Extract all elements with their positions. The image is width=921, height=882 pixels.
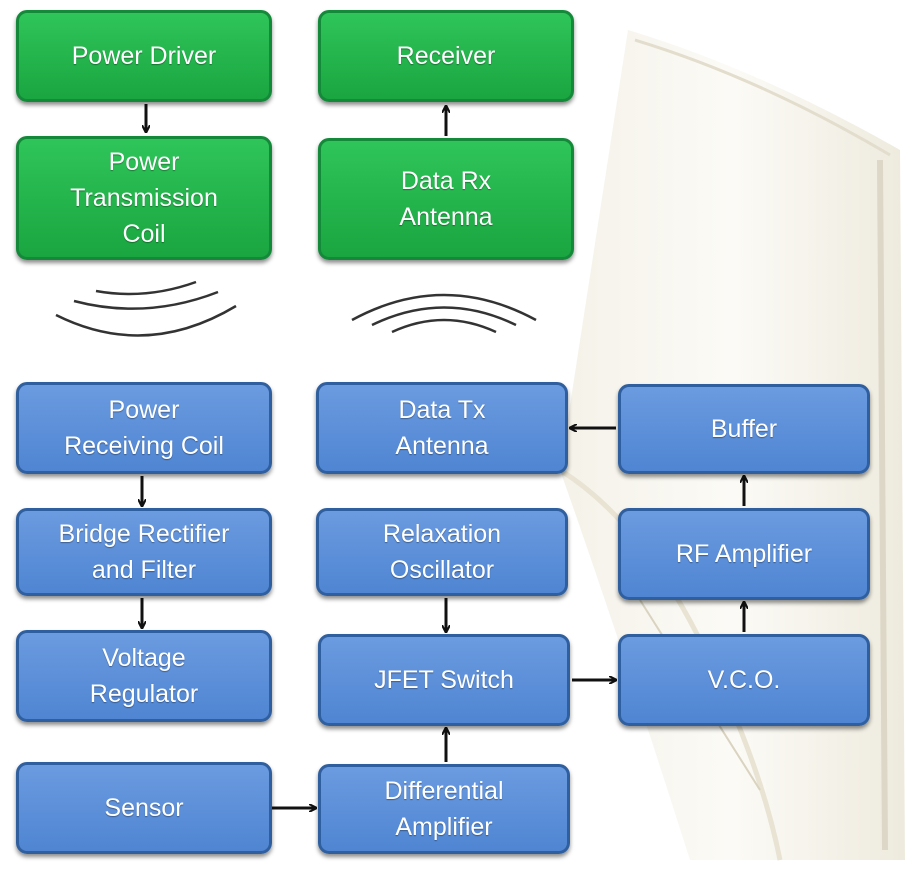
voltage-regulator-block: Voltage Regulator: [16, 630, 272, 722]
differential-amplifier-block: Differential Amplifier: [318, 764, 570, 854]
power-receiving-coil-block: Power Receiving Coil: [16, 382, 272, 474]
bridge-rectifier-block: Bridge Rectifier and Filter: [16, 508, 272, 596]
jfet-switch-block: JFET Switch: [318, 634, 570, 726]
sensor-block: Sensor: [16, 762, 272, 854]
rf-amplifier-block: RF Amplifier: [618, 508, 870, 600]
power-driver-block: Power Driver: [16, 10, 272, 102]
data-tx-antenna-block: Data Tx Antenna: [316, 382, 568, 474]
relaxation-oscillator-block: Relaxation Oscillator: [316, 508, 568, 596]
power-transmission-coil-block: Power Transmission Coil: [16, 136, 272, 260]
power-wave-icon: [55, 280, 237, 337]
vco-block: V.C.O.: [618, 634, 870, 726]
buffer-block: Buffer: [618, 384, 870, 474]
data-wave-icon: [351, 293, 537, 334]
data-rx-antenna-block: Data Rx Antenna: [318, 138, 574, 260]
receiver-block: Receiver: [318, 10, 574, 102]
